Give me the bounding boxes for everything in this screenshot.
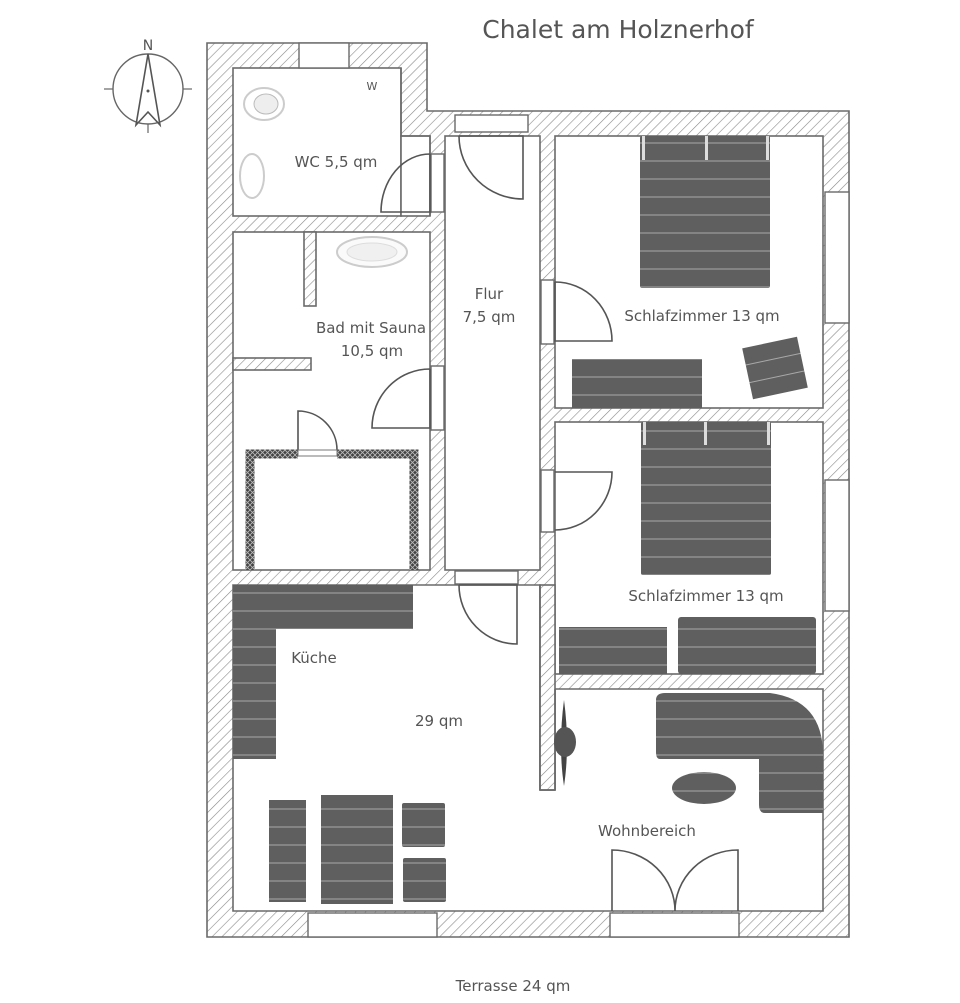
door-opening-kueche (454, 570, 519, 585)
label-schlafzimmer-2: Schlafzimmer 13 qm (628, 587, 783, 605)
window-wc (298, 42, 350, 69)
flur-floor (444, 135, 541, 571)
window-schlafzimmer1 (824, 191, 850, 324)
window-flur (454, 114, 529, 133)
wardrobe-1 (572, 359, 702, 408)
coffee-table (672, 772, 736, 804)
stove-icon (554, 700, 576, 786)
north-label: N (143, 38, 153, 54)
wc-sink-icon (239, 153, 265, 199)
terrace-door-opening (609, 912, 740, 938)
door-flur-entrance[interactable] (458, 135, 524, 200)
label-wc: WC 5,5 qm (295, 153, 378, 171)
bench (269, 800, 306, 902)
armchair-1 (742, 336, 808, 400)
north-arrow-icon (134, 53, 162, 128)
plan-title: Chalet am Holznerhof (482, 15, 755, 44)
door-sauna[interactable] (297, 410, 338, 451)
chair-2 (403, 858, 446, 902)
chair-1 (402, 803, 445, 847)
label-terrasse: Terrasse 24 qm (455, 977, 571, 995)
bed-2 (641, 422, 771, 575)
washer-label: W (367, 80, 378, 93)
bad-sink-icon (336, 236, 408, 268)
bed-1 (640, 136, 770, 288)
door-kueche[interactable] (458, 584, 518, 645)
bad-floor (232, 231, 431, 571)
label-schlafzimmer-1: Schlafzimmer 13 qm (624, 307, 779, 325)
door-bad[interactable] (371, 368, 431, 429)
kitchen-counter (233, 585, 413, 759)
door-terrace[interactable] (611, 849, 739, 912)
sauna-cabin (245, 449, 419, 570)
label-bad: Bad mit Sauna (316, 319, 426, 337)
window-schlafzimmer2 (824, 479, 850, 612)
label-flur-area: 7,5 qm (463, 308, 516, 326)
dining-table (321, 795, 393, 904)
label-wohnbereich: Wohnbereich (598, 822, 696, 840)
toilet-icon (243, 87, 285, 121)
label-flur: Flur (475, 285, 504, 303)
label-kueche: Küche (291, 649, 337, 667)
door-schlafzimmer1[interactable] (554, 281, 613, 342)
window-kueche (307, 912, 438, 938)
wardrobe-2a (559, 627, 667, 674)
label-bad-area: 10,5 qm (341, 342, 403, 360)
compass: N (104, 38, 192, 133)
door-wc[interactable] (380, 153, 431, 213)
label-kueche-area: 29 qm (415, 712, 463, 730)
wardrobe-2b (678, 617, 816, 674)
door-schlafzimmer2[interactable] (554, 471, 613, 531)
corner-sofa (656, 693, 823, 813)
